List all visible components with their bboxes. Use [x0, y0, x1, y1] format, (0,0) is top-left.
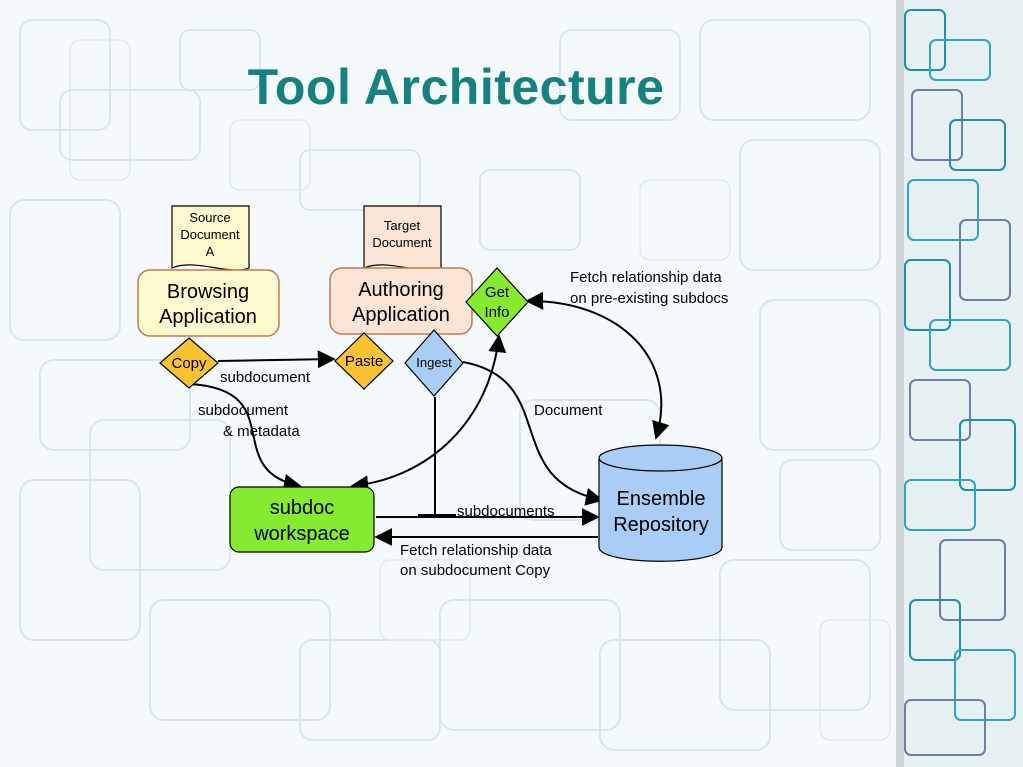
target-document-line-1: Target	[384, 218, 421, 233]
label-getinfo-repo-2: on pre-existing subdocs	[570, 290, 728, 307]
subdoc-workspace: subdoc workspace	[229, 486, 375, 553]
label-getinfo-repo-1: Fetch relationship data	[570, 269, 722, 286]
paste-node: Paste	[334, 332, 394, 390]
get-info-line-2: Info	[484, 304, 509, 321]
slide-title: Tool Architecture	[247, 59, 665, 115]
edge-getinfo-repository	[525, 291, 670, 440]
edge-copy-paste	[217, 350, 336, 369]
workspace-line-2: workspace	[253, 523, 350, 545]
browsing-application: Browsing Application	[137, 269, 280, 337]
label-repo-workspace-1: Fetch relationship data	[400, 542, 552, 559]
label-copy-workspace-2: & metadata	[223, 423, 300, 440]
edge-copy-workspace	[189, 383, 302, 492]
browsing-application-line-2: Application	[159, 306, 257, 328]
workspace-line-1: subdoc	[270, 497, 335, 519]
ensemble-repository: Ensemble Repository	[598, 444, 723, 562]
copy-node: Copy	[159, 337, 219, 389]
get-info-node: Get Info	[465, 267, 529, 337]
label-workspace-repo: subdocuments	[457, 503, 555, 520]
edge-getinfo-workspace	[350, 334, 507, 494]
repository-line-1: Ensemble	[617, 488, 706, 510]
browsing-application-line-1: Browsing	[167, 281, 249, 303]
authoring-application-line-2: Application	[352, 304, 450, 326]
target-document: Target Document	[363, 205, 442, 271]
label-copy-paste: subdocument	[220, 369, 311, 386]
label-copy-workspace-1: subdocument	[198, 402, 289, 419]
source-document-line-2: Document	[180, 227, 240, 242]
authoring-application: Authoring Application	[329, 267, 473, 335]
ingest-node: Ingest	[404, 329, 464, 397]
label-repo-workspace-2: on subdocument Copy	[400, 562, 551, 579]
target-document-line-2: Document	[372, 235, 432, 250]
paste-label: Paste	[345, 353, 383, 370]
source-document: Source Document A	[171, 205, 250, 271]
source-document-line-3: A	[206, 244, 215, 259]
get-info-line-1: Get	[485, 284, 510, 301]
source-document-line-1: Source	[189, 210, 230, 225]
label-ingest-repo: Document	[534, 402, 603, 419]
ingest-label: Ingest	[416, 355, 452, 370]
copy-label: Copy	[171, 355, 207, 372]
authoring-application-line-1: Authoring	[358, 279, 444, 301]
repository-line-2: Repository	[613, 514, 709, 536]
edge-ingest-repository	[462, 361, 604, 506]
